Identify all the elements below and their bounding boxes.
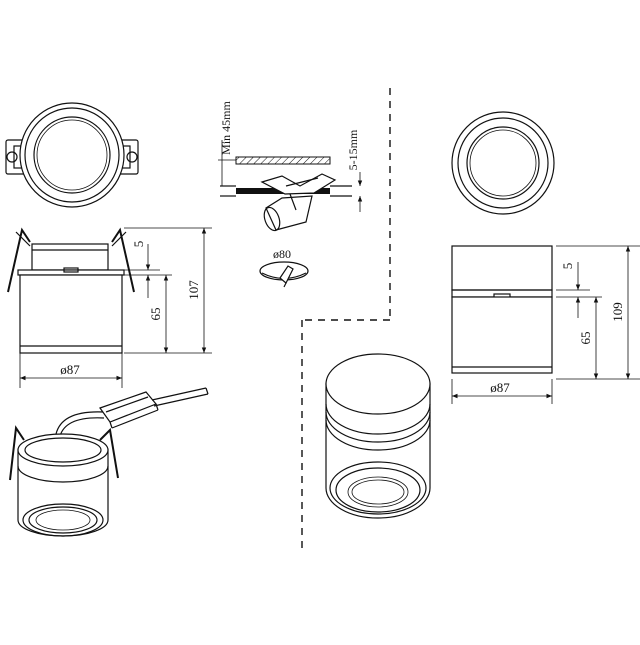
- recessed-top-view: [5, 102, 139, 208]
- recessed-body-height-label: 65: [148, 308, 163, 321]
- min-depth-dimension: [218, 140, 236, 186]
- recessed-trim-height-label: 5: [131, 241, 146, 248]
- surface-dimensions: [451, 245, 640, 404]
- ceiling-thickness-label: 5-15mm: [346, 129, 360, 170]
- surface-height-total-label: 109: [610, 302, 625, 322]
- recessed-height-total-label: 107: [186, 280, 201, 300]
- min-depth-label: Min 45mm: [219, 100, 233, 154]
- recessed-dimensions: [19, 227, 212, 388]
- recessed-diameter-label: ø87: [60, 362, 80, 377]
- section-divider: [301, 88, 391, 550]
- recessed-side-view: [7, 227, 135, 354]
- installation-diagram: [220, 156, 352, 232]
- surface-top-view: [451, 111, 555, 215]
- cutout-illustration: [259, 261, 309, 288]
- surface-diameter-label: ø87: [490, 380, 510, 395]
- recessed-perspective-view: [9, 387, 209, 537]
- surface-trim-height-label: 5: [560, 263, 575, 270]
- cutout-diameter-label: ø80: [273, 247, 291, 261]
- surface-body-height-label: 65: [578, 332, 593, 345]
- surface-perspective-view: [325, 353, 431, 519]
- surface-side-view: [451, 245, 553, 374]
